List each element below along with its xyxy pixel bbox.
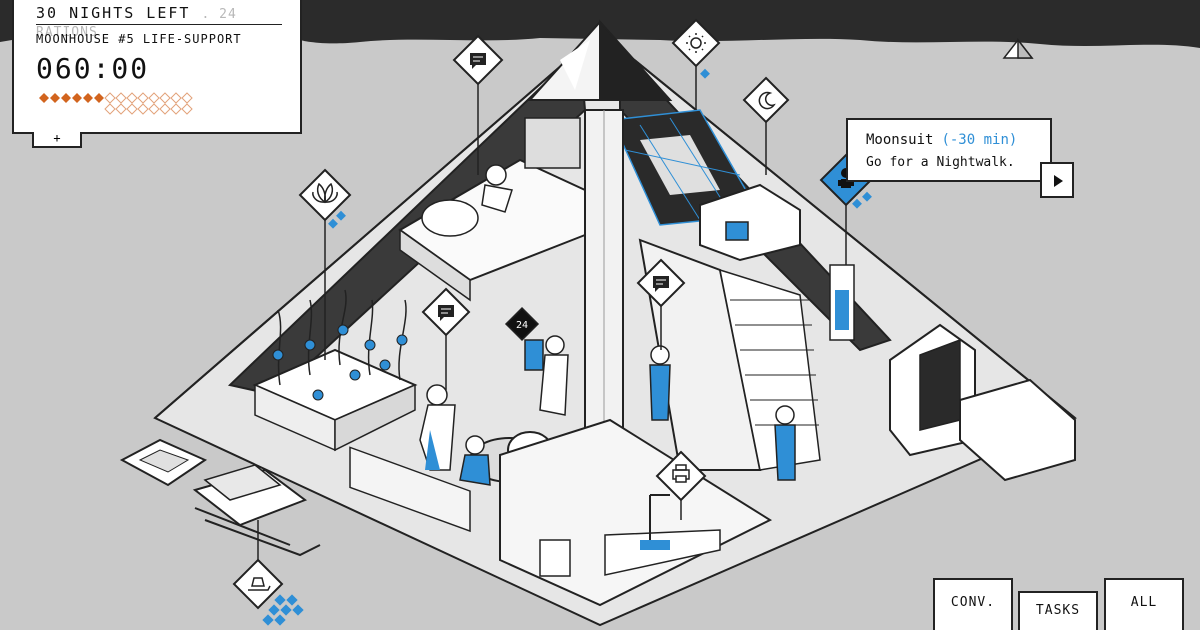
night-sky-left xyxy=(0,0,12,42)
life-support-pip xyxy=(159,92,171,104)
chat-icon xyxy=(653,276,669,292)
printer-icon xyxy=(672,464,690,483)
tooltip-cost: (-30 min) xyxy=(941,132,1018,148)
life-support-pip xyxy=(181,92,193,104)
life-support-pip xyxy=(137,103,149,115)
life-support-pip xyxy=(126,92,138,104)
play-button[interactable] xyxy=(1040,162,1074,198)
distant-pyramid xyxy=(1002,37,1034,59)
countdown-timer: 060:00 xyxy=(36,52,150,85)
life-support-pip xyxy=(72,93,82,103)
chat-icon xyxy=(470,53,486,69)
rations-count: . 24 RATIONS xyxy=(36,7,237,40)
status-panel: 30 NIGHTS LEFT . 24 RATIONS MOONHOUSE #5… xyxy=(12,0,302,134)
apex-window xyxy=(527,19,673,101)
leaf-icon xyxy=(312,182,338,204)
sun-marker[interactable] xyxy=(671,18,721,79)
expand-panel-button[interactable]: + xyxy=(32,132,82,148)
sled-icon xyxy=(248,577,271,591)
skylight-grid xyxy=(610,109,762,226)
life-support-pip xyxy=(83,93,93,103)
life-support-pip xyxy=(115,92,127,104)
life-support-meter xyxy=(39,92,193,115)
tooltip-description: Go for a Nightwalk. xyxy=(866,155,1015,170)
sleep-pod xyxy=(699,183,801,262)
room-badge[interactable]: 24 xyxy=(504,306,540,342)
sun-icon xyxy=(686,33,706,53)
life-support-pip xyxy=(115,103,127,115)
nights-left: 30 NIGHTS LEFT xyxy=(36,4,191,22)
life-support-pip xyxy=(181,103,193,115)
tab-tasks[interactable]: TASKS xyxy=(1018,591,1098,630)
stair-hall xyxy=(638,238,855,481)
tab-all-label: ALL xyxy=(1130,595,1158,610)
life-support-pip xyxy=(39,93,49,103)
tooltip-title: Moonsuit xyxy=(866,132,934,148)
plus-icon: + xyxy=(53,131,61,145)
chat-marker-garden[interactable] xyxy=(421,287,471,337)
landing-pad xyxy=(119,438,208,487)
divider xyxy=(36,24,282,25)
central-pillar xyxy=(584,109,624,431)
life-support-pip xyxy=(148,103,160,115)
life-support-pip xyxy=(126,103,138,115)
life-support-pip xyxy=(159,103,171,115)
nights-rations-line: 30 NIGHTS LEFT . 24 RATIONS xyxy=(36,4,300,40)
printer-marker[interactable] xyxy=(655,450,707,502)
life-support-pip xyxy=(94,93,104,103)
life-support-pip xyxy=(61,93,71,103)
life-support-pip xyxy=(50,93,60,103)
sled-marker[interactable] xyxy=(232,558,304,626)
bunk-room xyxy=(398,117,586,302)
life-support-pip xyxy=(170,92,182,104)
plant-marker[interactable] xyxy=(298,168,352,229)
life-support-pip xyxy=(137,92,149,104)
moon-icon xyxy=(758,91,776,110)
airlock xyxy=(889,323,1076,482)
room-badge-count: 24 xyxy=(516,320,528,331)
lab-room xyxy=(499,418,773,607)
garden xyxy=(252,289,418,452)
moon-marker[interactable] xyxy=(742,76,790,124)
life-support-pip xyxy=(170,103,182,115)
chat-marker-top[interactable] xyxy=(452,34,504,86)
tab-tasks-label: TASKS xyxy=(1035,603,1081,618)
chat-marker-workshop[interactable] xyxy=(636,258,686,308)
location-label: MOONHOUSE #5 LIFE-SUPPORT xyxy=(36,32,242,46)
workshop xyxy=(349,335,569,533)
life-support-pip xyxy=(104,103,116,115)
life-support-pip xyxy=(148,92,160,104)
sled xyxy=(192,464,321,557)
chat-icon xyxy=(438,305,454,321)
tab-conversations[interactable]: CONV. xyxy=(933,578,1013,630)
tab-conversations-label: CONV. xyxy=(950,595,996,610)
life-support-pip xyxy=(104,92,116,104)
tab-all[interactable]: ALL xyxy=(1104,578,1184,630)
action-tooltip: Moonsuit (-30 min) Go for a Nightwalk. xyxy=(846,118,1052,182)
